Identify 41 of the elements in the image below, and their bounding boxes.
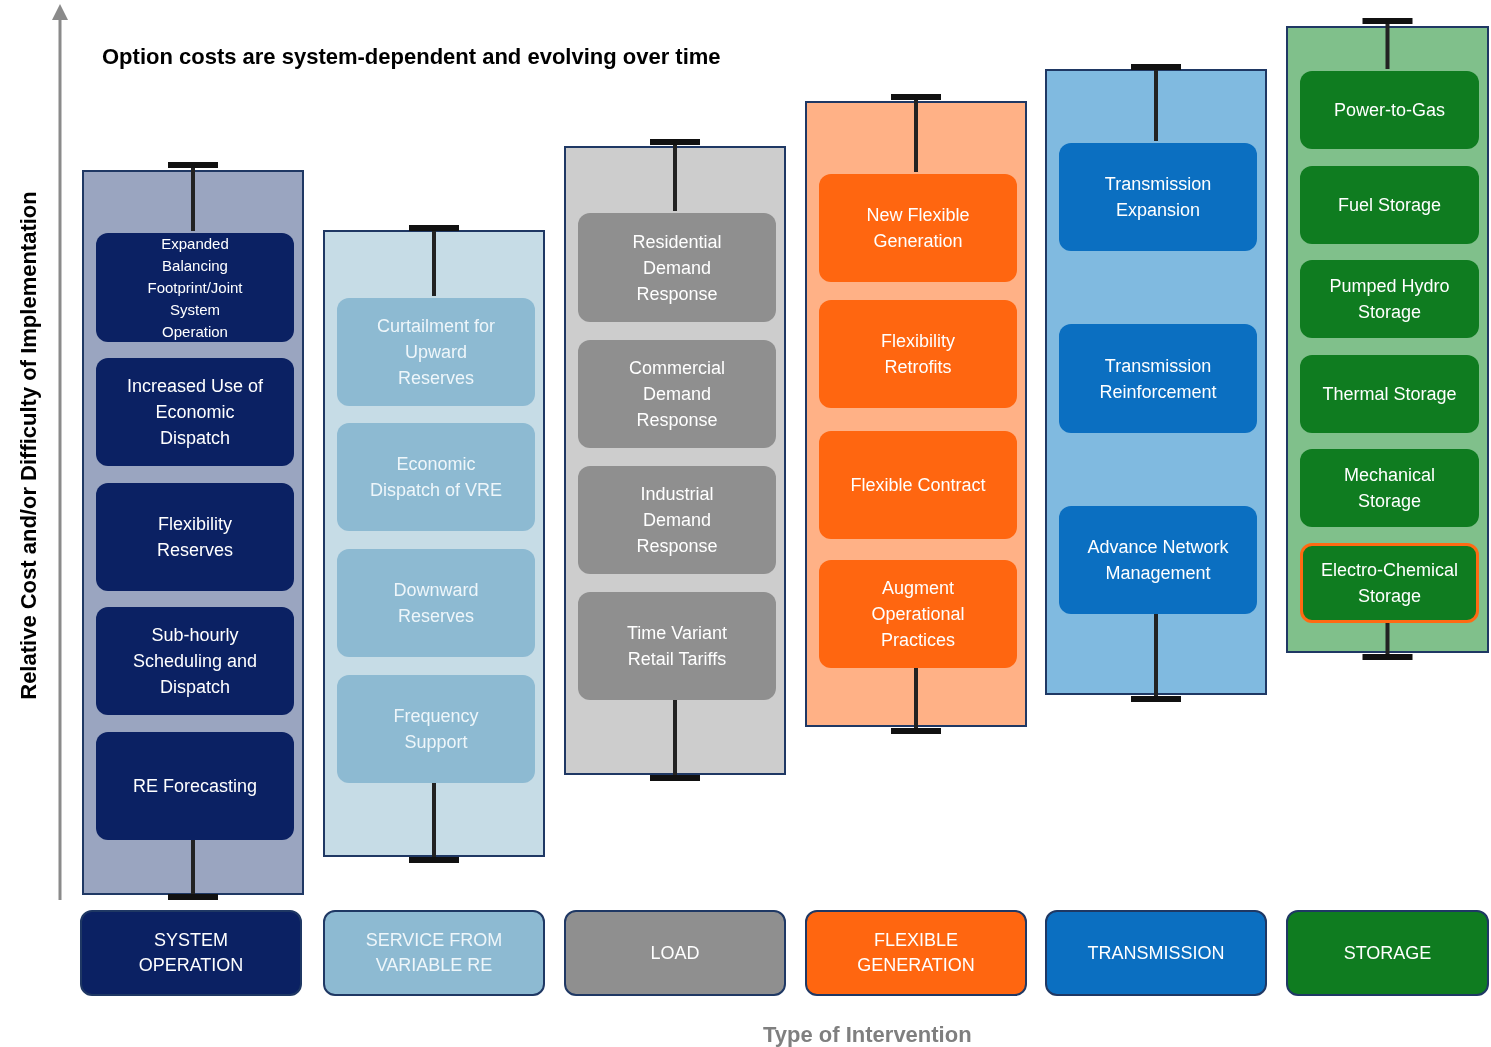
category-panel [1045,69,1267,695]
option-box: Mechanical Storage [1300,449,1479,527]
option-box: Commercial Demand Response [578,340,776,448]
option-box: Industrial Demand Response [578,466,776,574]
option-box: Flexibility Retrofits [819,300,1017,408]
title: Option costs are system-dependent and evolving over time [102,43,721,71]
category-panel [82,170,304,895]
option-box: Transmission Expansion [1059,143,1257,251]
option-box: Increased Use of Economic Dispatch [96,358,294,466]
option-box: Flexibility Reserves [96,483,294,591]
option-box: Curtailment for Upward Reserves [337,298,535,406]
category-label-box: SERVICE FROM VARIABLE RE [323,910,545,996]
option-box: Augment Operational Practices [819,560,1017,668]
option-box: Advance Network Management [1059,506,1257,614]
option-box: Electro-Chemical Storage [1300,543,1479,623]
category-label-box: LOAD [564,910,786,996]
option-box: Economic Dispatch of VRE [337,423,535,531]
category-panel [805,101,1027,727]
category-label-box: TRANSMISSION [1045,910,1267,996]
category-panel [1286,26,1489,653]
option-box: Downward Reserves [337,549,535,657]
category-label-box: STORAGE [1286,910,1489,996]
option-box: Residential Demand Response [578,213,776,322]
option-box: Power-to-Gas [1300,71,1479,149]
option-box: Fuel Storage [1300,166,1479,244]
category-label-box: SYSTEM OPERATION [80,910,302,996]
option-box: Flexible Contract [819,431,1017,539]
option-box: RE Forecasting [96,732,294,840]
axis-label: Type of Intervention [763,1021,972,1047]
option-box: Transmission Reinforcement [1059,324,1257,433]
axis-label: Relative Cost and/or Difficulty of Implementation [14,190,42,700]
option-box: Time Variant Retail Tariffs [578,592,776,700]
option-box: Frequency Support [337,675,535,783]
category-panel [564,146,786,775]
option-box: New Flexible Generation [819,174,1017,282]
option-box: Expanded Balancing Footprint/Joint System Operation [96,233,294,342]
category-label-box: FLEXIBLE GENERATION [805,910,1027,996]
option-box: Sub-hourly Scheduling and Dispatch [96,607,294,715]
option-box: Thermal Storage [1300,355,1479,433]
option-box: Pumped Hydro Storage [1300,260,1479,338]
category-panel [323,230,545,857]
